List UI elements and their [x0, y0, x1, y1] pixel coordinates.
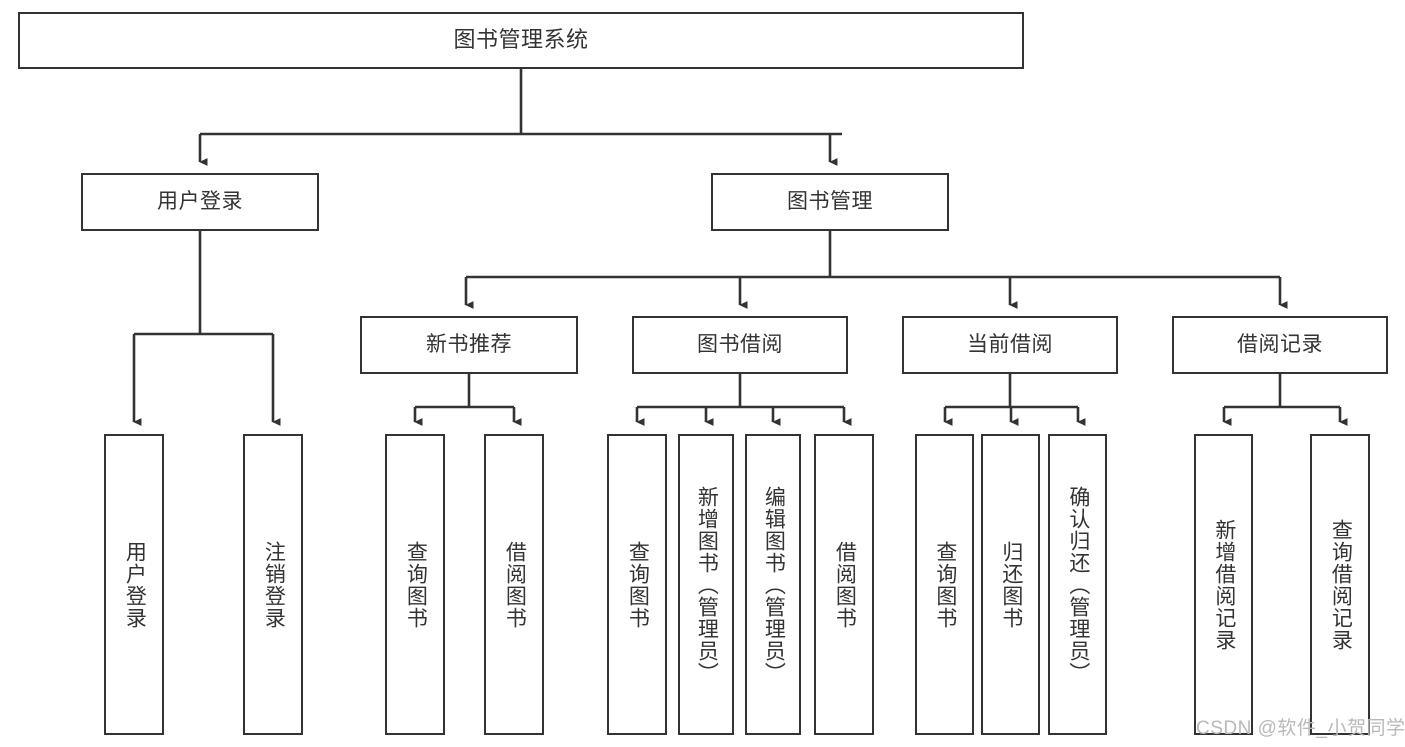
borrow-to-leaves-connectors — [635, 374, 852, 426]
watermark-text: CSDN @软件_小贺同学 — [1196, 718, 1405, 739]
record-to-leaves-connectors — [1222, 374, 1348, 426]
leaf-logout-login[interactable]: 注销登录 — [243, 434, 303, 735]
node-user-login[interactable]: 用户登录 — [81, 173, 319, 231]
leaf-query-book-recommend-label: 查询图书 — [404, 540, 428, 629]
node-book-management[interactable]: 图书管理 — [711, 173, 949, 231]
leaf-edit-book-admin[interactable]: 编辑图书（管理员） — [745, 434, 801, 735]
bookmgmt-to-level2-connectors — [464, 231, 1288, 309]
leaf-add-book-admin-label: 新增图书（管理员） — [695, 485, 719, 684]
node-book-borrow-label: 图书借阅 — [697, 333, 783, 357]
leaf-logout-login-label: 注销登录 — [262, 540, 286, 629]
leaf-query-book-current-label: 查询图书 — [933, 540, 957, 629]
login-to-leaves-connectors — [132, 231, 281, 426]
leaf-confirm-return-admin-label: 确认归还（管理员） — [1066, 485, 1090, 684]
leaf-add-book-admin[interactable]: 新增图书（管理员） — [678, 434, 734, 735]
leaf-confirm-return-admin[interactable]: 确认归还（管理员） — [1048, 434, 1107, 735]
leaf-borrow-book-recommend[interactable]: 借阅图书 — [484, 434, 544, 735]
node-borrow-record-label: 借阅记录 — [1237, 333, 1323, 357]
node-new-book-recommend-label: 新书推荐 — [426, 333, 512, 357]
current-to-leaves-connectors — [943, 374, 1086, 426]
leaf-query-book-current[interactable]: 查询图书 — [915, 434, 974, 735]
newbook-to-leaves-connectors — [413, 374, 522, 426]
leaf-query-book-borrow-label: 查询图书 — [626, 540, 650, 629]
leaf-add-borrow-record-label: 新增借阅记录 — [1212, 518, 1236, 651]
node-book-borrow[interactable]: 图书借阅 — [632, 316, 848, 374]
leaf-user-login[interactable]: 用户登录 — [104, 434, 164, 735]
leaf-borrow-book-recommend-label: 借阅图书 — [503, 540, 527, 629]
node-current-borrow-label: 当前借阅 — [967, 333, 1053, 357]
node-borrow-record[interactable]: 借阅记录 — [1172, 316, 1388, 374]
leaf-add-borrow-record[interactable]: 新增借阅记录 — [1194, 434, 1253, 735]
node-root[interactable]: 图书管理系统 — [18, 12, 1024, 69]
node-current-borrow[interactable]: 当前借阅 — [902, 316, 1118, 374]
leaf-borrow-book-label: 借阅图书 — [833, 540, 857, 629]
node-book-management-label: 图书管理 — [787, 190, 873, 214]
leaf-edit-book-admin-label: 编辑图书（管理员） — [762, 485, 786, 684]
node-user-login-label: 用户登录 — [157, 190, 243, 214]
leaf-borrow-book[interactable]: 借阅图书 — [814, 434, 874, 735]
leaf-query-borrow-record-label: 查询借阅记录 — [1329, 518, 1353, 651]
node-root-label: 图书管理系统 — [453, 27, 589, 53]
leaf-user-login-label: 用户登录 — [123, 540, 147, 629]
leaf-query-book-borrow[interactable]: 查询图书 — [607, 434, 667, 735]
root-to-level1-connectors — [198, 69, 842, 166]
leaf-return-book[interactable]: 归还图书 — [981, 434, 1040, 735]
leaf-query-borrow-record[interactable]: 查询借阅记录 — [1310, 434, 1370, 735]
node-new-book-recommend[interactable]: 新书推荐 — [360, 316, 578, 374]
leaf-return-book-label: 归还图书 — [999, 540, 1023, 629]
leaf-query-book-recommend[interactable]: 查询图书 — [385, 434, 445, 735]
